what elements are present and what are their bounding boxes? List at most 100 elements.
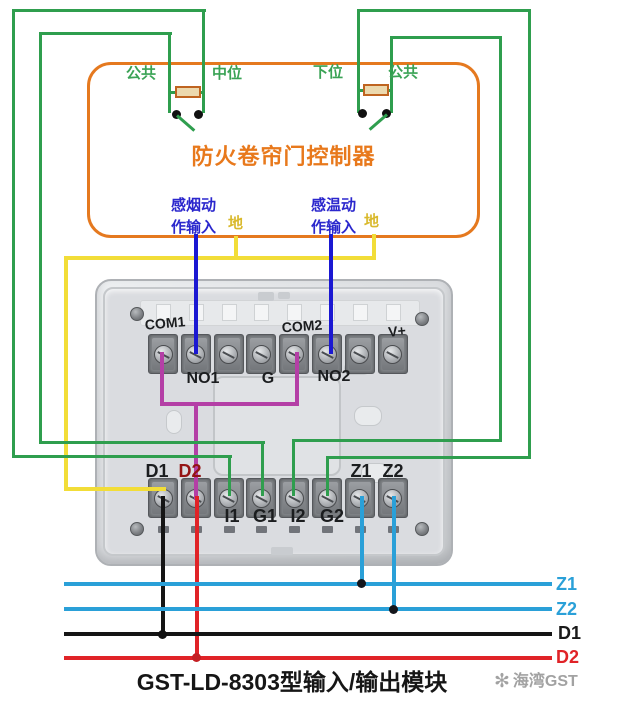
terminal-i2 (279, 478, 310, 518)
terminal-tab (352, 304, 368, 321)
module-notch (258, 292, 274, 301)
wire-yellow-drop (64, 256, 68, 490)
wire-green-left-inner-top (39, 32, 172, 35)
label-no2: NO2 (317, 368, 351, 385)
wire-magenta-com2-drop (295, 352, 299, 406)
terminal-top-7 (344, 334, 375, 374)
wire-green-g1-drop (261, 441, 264, 496)
wire-green-right-outer-vertical (528, 9, 531, 458)
watermark-text: 海湾GST (512, 672, 578, 690)
wire-green-right-outer-top (357, 9, 531, 12)
junction-dot-d1 (158, 630, 167, 639)
module-notch (271, 547, 293, 555)
controller-box (87, 62, 480, 238)
corner-screw-icon (415, 522, 429, 536)
wire-cyan-z1 (360, 496, 364, 587)
wire-yellow-ground-bus (64, 256, 376, 260)
module-notch (278, 292, 290, 299)
junction-dot-d2 (192, 653, 201, 662)
wire-magenta-d2-branch (194, 402, 198, 500)
wire-green-i1-drop (228, 455, 231, 496)
terminal-screw-icon (350, 488, 370, 508)
module-top-strip (140, 300, 420, 326)
terminal-slot (223, 526, 235, 533)
wire-black-d1 (161, 496, 165, 637)
bus-label-z1: Z1 (556, 574, 578, 594)
wire-green-right-inner-top (390, 36, 502, 39)
label-smoke-ground: 地 (228, 215, 244, 232)
bus-label-d1: D1 (558, 623, 582, 643)
terminal-screw-icon (317, 344, 337, 364)
wire-green-to-g1-horizontal (39, 441, 265, 444)
bus-line-d2 (64, 656, 552, 660)
label-common-right: 公共 (388, 64, 419, 81)
switch-contact-dot (194, 110, 203, 119)
wire-green-gonggong-left-drop (168, 32, 171, 113)
terminal-screw-icon (383, 344, 403, 364)
corner-screw-icon (130, 307, 144, 321)
label-z2: Z2 (382, 461, 404, 481)
terminal-screw-icon (350, 344, 370, 364)
label-com2: COM2 (281, 316, 323, 336)
label-heat-ground: 地 (364, 213, 380, 230)
label-heat-input-line1: 感温动 (311, 197, 357, 214)
wire-green-to-i2-horizontal (292, 439, 502, 442)
bus-line-z1 (64, 582, 552, 586)
terminal-g1 (246, 478, 277, 518)
module-cutout (354, 406, 382, 426)
label-common-left: 公共 (126, 65, 157, 82)
junction-dot-z1 (357, 579, 366, 588)
terminal-tab (254, 304, 270, 321)
label-g2: G2 (319, 506, 344, 526)
diagram-caption: GST-LD-8303型输入/输出模块 (136, 669, 448, 695)
terminal-slot (289, 526, 301, 533)
wire-green-left-inner-vertical (39, 32, 42, 444)
label-d2: D2 (178, 461, 202, 481)
label-no1: NO1 (186, 370, 220, 387)
wire-green-left-outer-vertical (12, 9, 15, 458)
label-z1: Z1 (350, 461, 372, 481)
label-heat-input-line2: 作输入 (311, 219, 357, 236)
wire-cyan-z2 (392, 496, 396, 613)
terminal-g2 (312, 478, 342, 518)
module-cutout (166, 410, 182, 434)
gst-logo-icon: ✻ (494, 671, 510, 692)
wire-yellow-to-d1 (64, 487, 166, 491)
terminal-slot (256, 526, 268, 533)
label-smoke-input-line2: 作输入 (171, 219, 217, 236)
wire-red-d2 (195, 496, 199, 660)
wire-green-right-inner-vertical (499, 36, 502, 442)
wire-green-gonggong-right-drop (390, 36, 393, 113)
wire-magenta-com1-drop (160, 352, 164, 406)
wire-blue-smoke-input (194, 234, 198, 354)
label-i2: I2 (290, 506, 306, 526)
wire-green-to-i1-horizontal (12, 455, 232, 458)
switch-contact-dot (358, 109, 367, 118)
label-d1: D1 (145, 461, 169, 481)
wire-green-to-g2-horizontal (326, 456, 531, 459)
junction-dot-z2 (389, 605, 398, 614)
bus-label-z2: Z2 (556, 599, 578, 619)
terminal-z1 (344, 478, 375, 518)
terminal-vplus (377, 334, 408, 374)
wire-blue-heat-input (329, 234, 333, 354)
label-smoke-input-line1: 感烟动 (171, 197, 217, 214)
resistor-icon (363, 84, 389, 96)
resistor-icon (175, 86, 201, 98)
terminal-slot (322, 526, 333, 533)
wire-green-i2-drop (292, 439, 295, 496)
corner-screw-icon (415, 312, 429, 326)
terminal-screw-icon (219, 344, 239, 364)
module-center-panel (213, 376, 341, 476)
terminal-tab (156, 304, 171, 321)
label-i1: I1 (224, 506, 240, 526)
bus-label-d2: D2 (556, 647, 580, 667)
terminal-g (246, 334, 277, 374)
watermark: ✻ 海湾GST (494, 672, 578, 691)
label-lower-position: 下位 (313, 64, 344, 81)
label-g1: G1 (252, 506, 277, 526)
corner-screw-icon (130, 522, 144, 536)
label-g: G (261, 370, 275, 387)
wire-green-g2-drop (326, 456, 329, 496)
